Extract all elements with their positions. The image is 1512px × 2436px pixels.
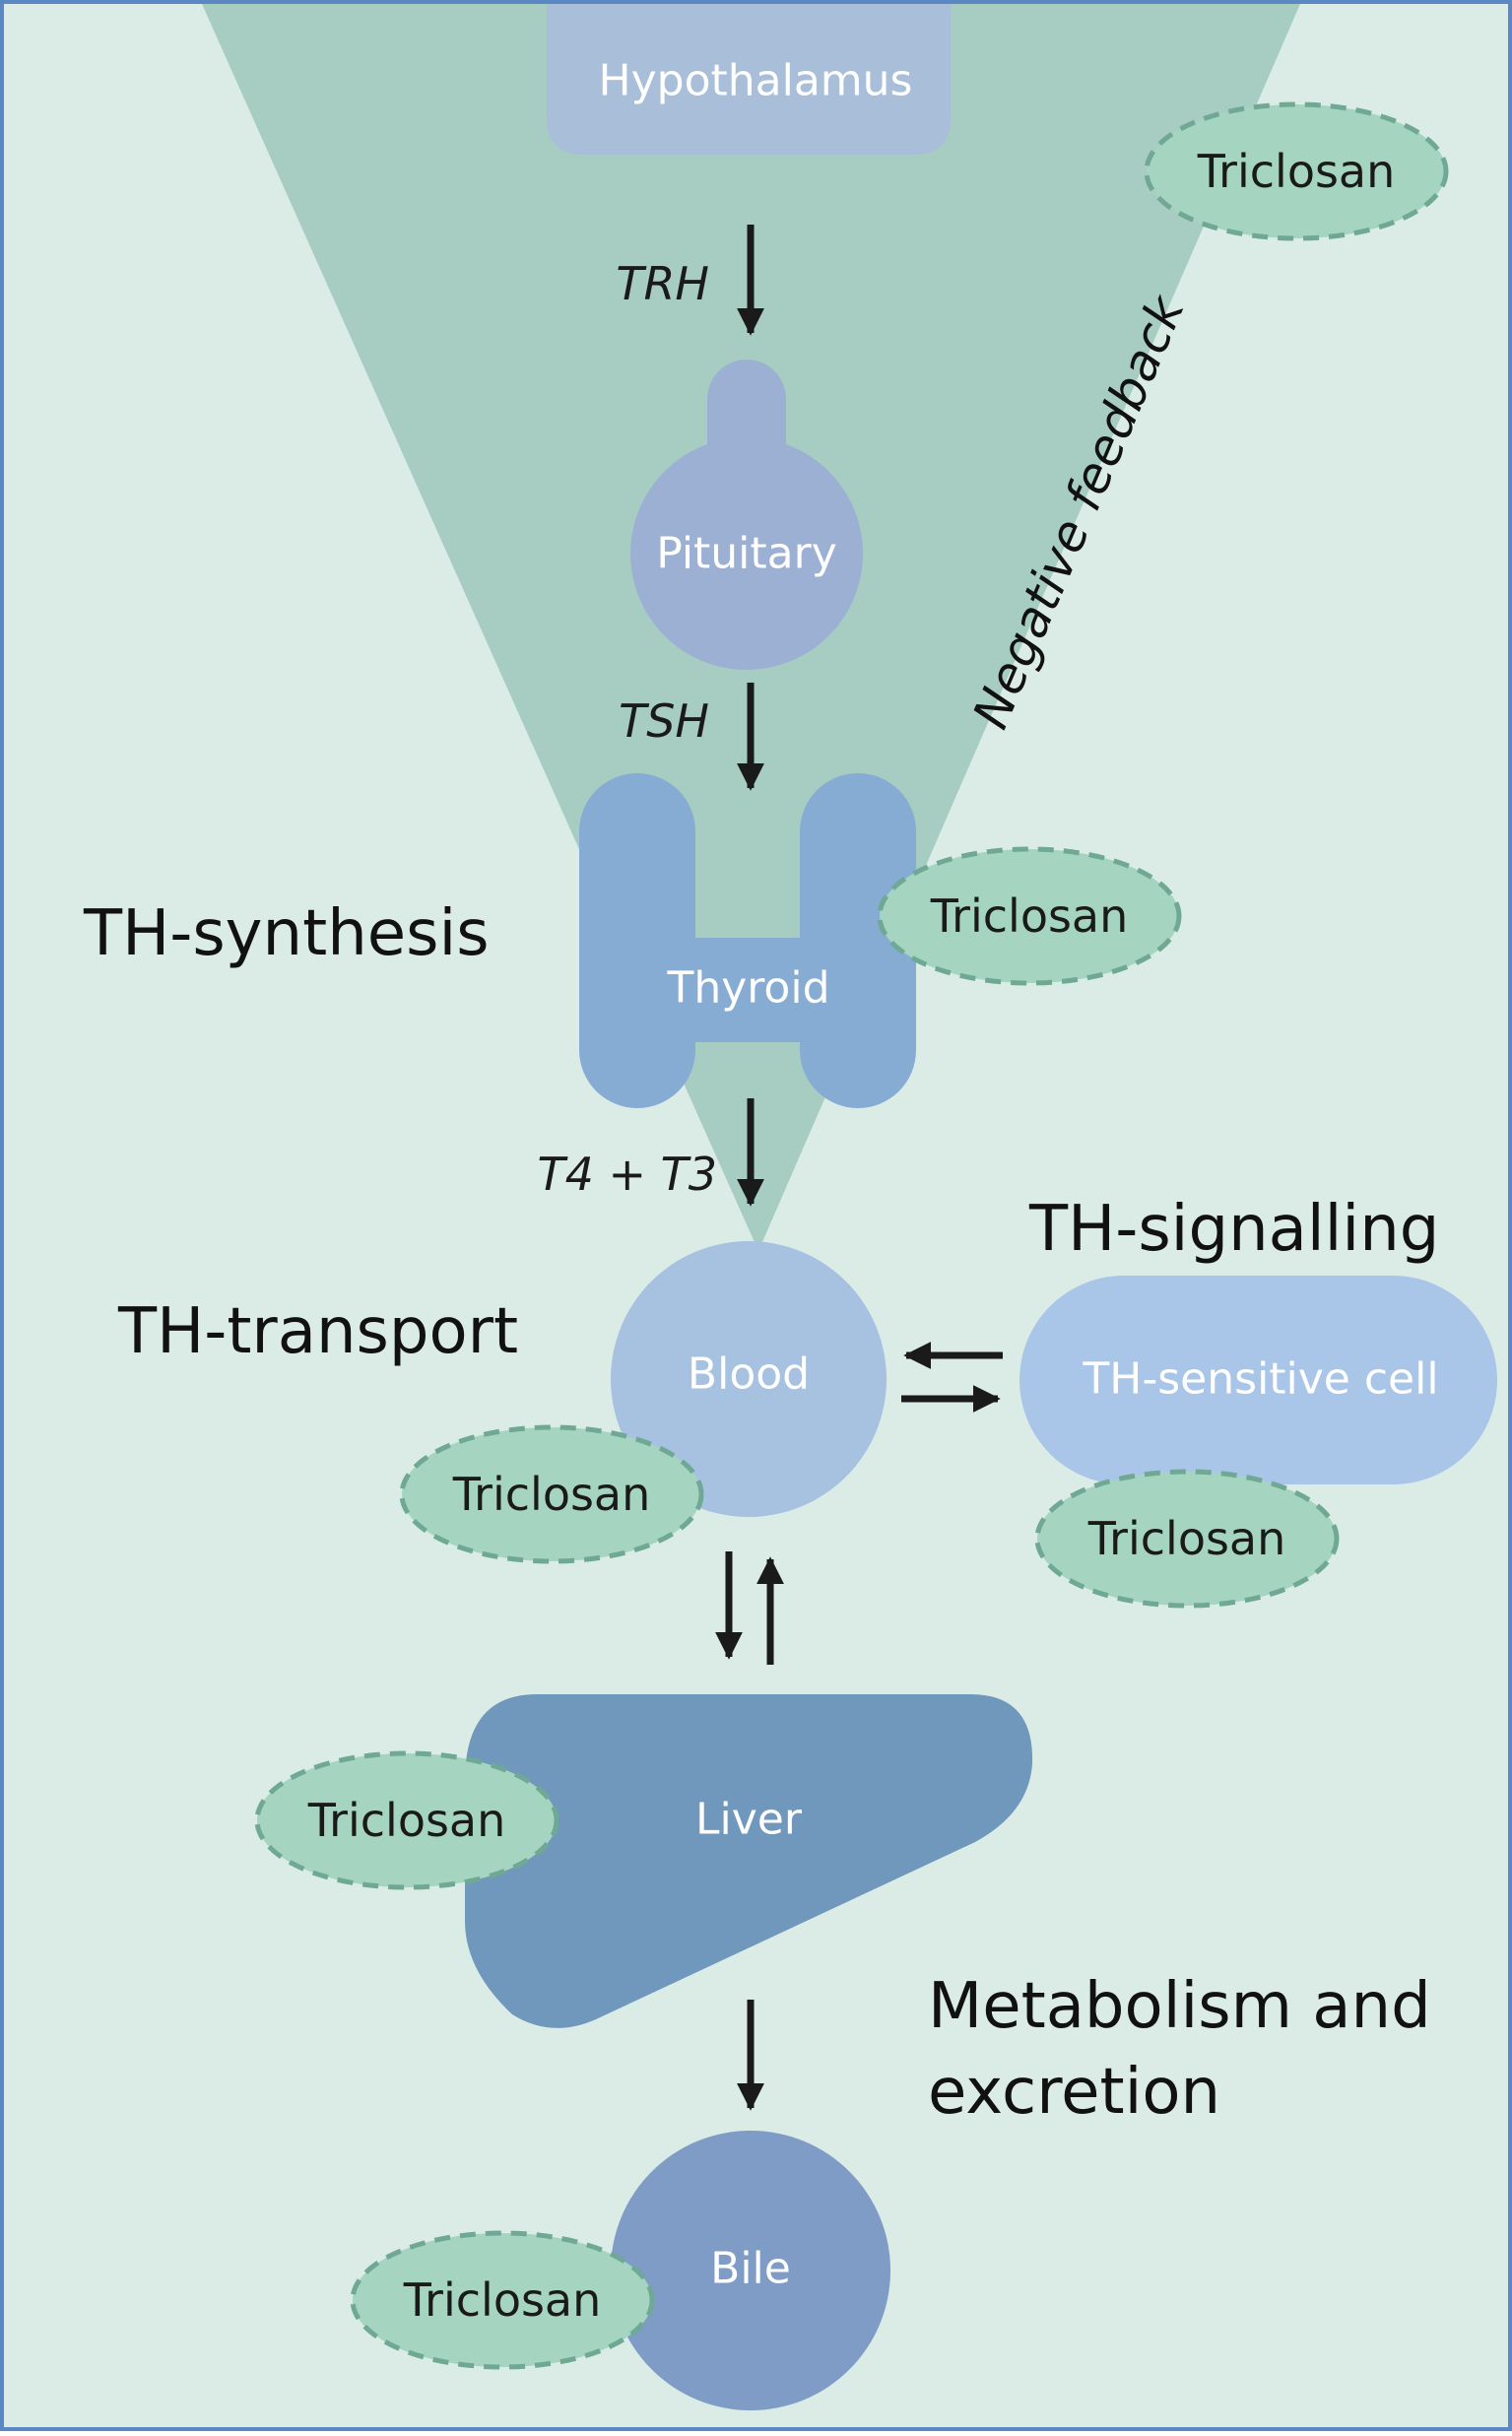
tsh-label: TSH <box>619 694 709 748</box>
triclosan-label: Triclosan <box>307 1794 506 1847</box>
triclosan-ellipse <box>877 846 1182 986</box>
section-signalling: TH-signalling <box>1028 1193 1439 1266</box>
hypothalamus-shape <box>547 4 951 155</box>
triclosan-ellipse <box>1034 1469 1340 1609</box>
triclosan-label: Triclosan <box>1087 1512 1286 1565</box>
triclosan-liver: Triclosan <box>254 1750 559 1890</box>
blood-label: Blood <box>688 1350 810 1400</box>
section-metabolism-line1: Metabolism and <box>928 1970 1431 2043</box>
pituitary-gland <box>630 437 863 670</box>
thyroid-isthmus <box>630 938 865 1042</box>
section-metabolism-line2: excretion <box>928 2056 1220 2129</box>
bile-circle <box>611 2131 890 2410</box>
triclosan-ellipse <box>1144 101 1449 241</box>
th-sensitive-cell-label: TH-sensitive cell <box>1082 1354 1438 1405</box>
t4-t3-label: T4 + T3 <box>537 1148 717 1201</box>
trh-label: TRH <box>616 257 709 310</box>
triclosan-ellipse <box>254 1750 559 1890</box>
triclosan-ellipse <box>399 1424 704 1564</box>
triclosan-bile: Triclosan <box>350 2230 655 2370</box>
blood-circle <box>611 1241 887 1517</box>
bile-label: Bile <box>710 2244 791 2294</box>
triclosan-label: Triclosan <box>930 889 1129 943</box>
triclosan-label: Triclosan <box>452 1468 651 1521</box>
liver-shape <box>465 1694 1033 2028</box>
triclosan-hypothalamus: Triclosan <box>1144 101 1449 241</box>
hypothalamus-label: Hypothalamus <box>599 56 913 106</box>
section-transport: TH-transport <box>117 1295 518 1368</box>
triclosan-thyroid: Triclosan <box>877 846 1182 986</box>
thyroid-label: Thyroid <box>667 963 830 1014</box>
triclosan-ellipse <box>350 2230 655 2370</box>
triclosan-blood: Triclosan <box>399 1424 704 1564</box>
pituitary-label: Pituitary <box>656 529 837 579</box>
section-synthesis: TH-synthesis <box>83 897 490 970</box>
liver-label: Liver <box>695 1795 803 1845</box>
triclosan-label: Triclosan <box>403 2273 602 2327</box>
th-sensitive-cell-shape <box>1019 1276 1497 1484</box>
triclosan-label: Triclosan <box>1197 145 1396 198</box>
triclosan-cell: Triclosan <box>1034 1469 1340 1609</box>
